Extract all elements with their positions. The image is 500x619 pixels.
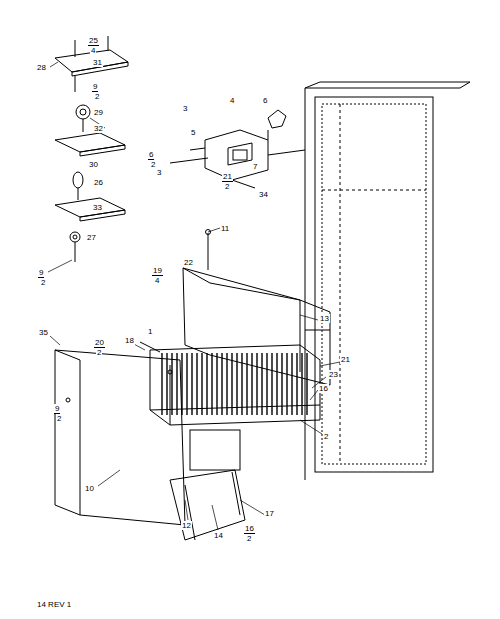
- callout-number: 19: [152, 266, 163, 276]
- callout-number: 2: [40, 278, 46, 287]
- callout-number: 4: [90, 46, 96, 55]
- callout-number: 26: [93, 178, 104, 187]
- callout-number: 32: [93, 124, 104, 133]
- callout-number: 28: [36, 63, 47, 72]
- callout-number: 2: [96, 348, 102, 357]
- callout-number: 21: [222, 172, 233, 182]
- callout-number: 1: [147, 327, 153, 336]
- callout-number: 4: [229, 96, 235, 105]
- leader-lines: [48, 62, 340, 530]
- callout-number: 22: [183, 258, 194, 267]
- callout-number: 34: [258, 190, 269, 199]
- callout-number: 5: [190, 128, 196, 137]
- callout-number: 12: [181, 521, 192, 530]
- callout-number: 2: [94, 92, 100, 101]
- callout-number: 2: [56, 414, 62, 423]
- callout-number: 10: [84, 484, 95, 493]
- callout-number: 2: [224, 182, 230, 191]
- control-parts: [55, 36, 128, 262]
- back-panel: [55, 350, 245, 540]
- callout-number: 4: [154, 276, 160, 285]
- callout-number: 25: [88, 36, 99, 46]
- callout-number: 31: [92, 58, 103, 67]
- callout-number: 18: [124, 336, 135, 345]
- callout-number: 27: [86, 233, 97, 242]
- callout-number: 9: [92, 82, 98, 92]
- revision-note: 14 REV 1: [36, 600, 72, 609]
- callout-number: 17: [264, 509, 275, 518]
- callout-number: 13: [319, 314, 330, 323]
- callout-number: 29: [93, 108, 104, 117]
- callout-number: 3: [182, 104, 188, 113]
- callout-number: 6: [148, 150, 154, 160]
- callout-number: 11: [220, 224, 230, 233]
- callout-number: 35: [38, 328, 49, 337]
- callout-number: 23: [328, 370, 339, 379]
- callout-number: 20: [94, 338, 105, 348]
- callout-number: 21: [340, 355, 351, 364]
- callout-number: 33: [92, 203, 103, 212]
- callout-number: 7: [252, 162, 258, 171]
- callout-number: 9: [54, 404, 60, 414]
- light-bracket: [170, 110, 305, 188]
- callout-number: 16: [244, 524, 255, 534]
- callout-number: 6: [262, 96, 268, 105]
- evaporator-coil: [140, 342, 320, 425]
- callout-number: 2: [246, 534, 252, 543]
- callout-number: 16: [318, 384, 329, 393]
- callout-number: 3: [156, 168, 162, 177]
- callout-number: 2: [323, 432, 329, 441]
- callout-number: 14: [213, 531, 224, 540]
- callout-number: 9: [38, 268, 44, 278]
- callout-number: 30: [88, 160, 99, 169]
- cabinet: [305, 82, 470, 480]
